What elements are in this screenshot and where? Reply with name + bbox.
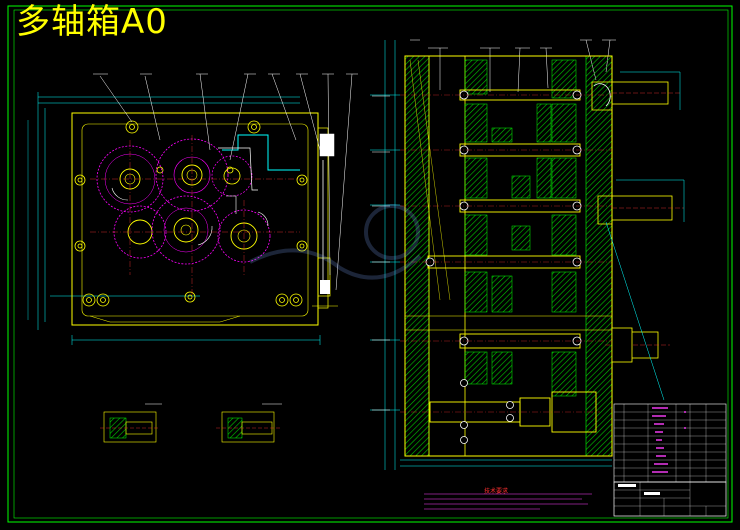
output-spindles xyxy=(591,81,684,363)
detail-section-2 xyxy=(216,403,282,443)
housing-right-wall xyxy=(585,55,613,457)
tech-notes xyxy=(424,493,592,510)
drawing-title: 多轴箱A0 xyxy=(16,2,168,42)
title-block xyxy=(613,481,727,517)
drawing-inner-border xyxy=(13,9,729,519)
tech-requirements-title: 技术要求 xyxy=(483,488,508,495)
section-view xyxy=(370,39,685,470)
front-view xyxy=(27,92,338,345)
housing-left-wall xyxy=(404,55,430,457)
housing-outline xyxy=(71,112,319,326)
oil-pipe xyxy=(222,134,300,171)
part-leaders xyxy=(93,73,358,291)
housing-bolts xyxy=(74,120,308,307)
detail-section-1 xyxy=(100,403,162,443)
parts-list xyxy=(613,403,727,483)
gear-6 xyxy=(217,209,271,263)
drawing-border xyxy=(7,5,733,523)
gear-3 xyxy=(211,155,253,197)
gear-5 xyxy=(151,195,221,265)
watermark xyxy=(249,204,422,280)
gear-sections xyxy=(464,59,577,397)
